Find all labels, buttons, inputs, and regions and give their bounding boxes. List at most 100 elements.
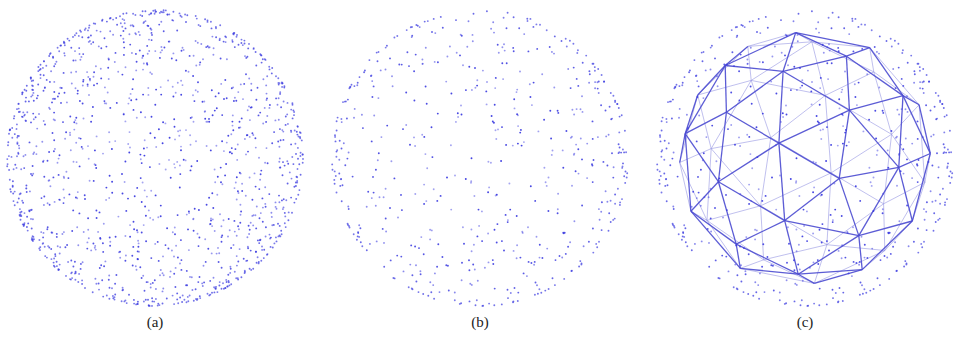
point xyxy=(160,21,162,23)
point xyxy=(162,290,164,292)
point xyxy=(112,295,114,297)
point xyxy=(368,59,370,61)
point xyxy=(623,175,625,177)
point xyxy=(70,272,72,274)
point xyxy=(494,288,496,290)
point xyxy=(610,118,612,120)
point xyxy=(202,285,204,287)
point xyxy=(183,49,185,51)
mesh-edge xyxy=(870,48,903,96)
sparse-point-cloud xyxy=(331,10,628,307)
point xyxy=(87,145,89,147)
point xyxy=(151,39,153,41)
point xyxy=(144,139,146,141)
point xyxy=(42,236,44,238)
point xyxy=(203,281,205,283)
point xyxy=(592,63,594,65)
point xyxy=(174,167,176,169)
point xyxy=(76,226,78,228)
point xyxy=(242,44,244,46)
point xyxy=(123,47,125,49)
point xyxy=(232,114,234,116)
point xyxy=(279,91,281,93)
mesh-edge xyxy=(814,245,827,284)
point xyxy=(128,33,130,35)
point xyxy=(90,121,92,123)
point xyxy=(141,57,143,59)
point xyxy=(566,46,568,48)
point xyxy=(44,255,46,257)
point xyxy=(88,158,90,160)
point xyxy=(192,218,194,220)
point xyxy=(513,98,515,100)
point xyxy=(258,261,260,263)
point xyxy=(353,85,355,87)
mesh-edge xyxy=(779,143,839,178)
point xyxy=(193,300,195,302)
point xyxy=(179,187,181,189)
point xyxy=(275,97,277,99)
point xyxy=(781,52,783,54)
point xyxy=(237,261,239,263)
point xyxy=(579,260,581,262)
point xyxy=(88,24,90,26)
point xyxy=(68,40,70,42)
point xyxy=(115,17,117,19)
mesh-edge xyxy=(761,173,832,206)
point xyxy=(516,89,518,91)
point xyxy=(521,145,523,147)
point xyxy=(26,85,28,87)
point xyxy=(597,88,599,90)
point xyxy=(121,173,123,175)
point xyxy=(31,80,33,82)
point xyxy=(63,197,65,199)
point xyxy=(149,166,151,168)
point xyxy=(618,151,620,153)
point xyxy=(461,114,463,116)
point xyxy=(289,171,291,173)
point xyxy=(487,233,489,235)
point xyxy=(517,114,519,116)
point xyxy=(137,246,139,248)
point xyxy=(173,256,175,258)
point xyxy=(159,57,161,59)
point xyxy=(199,64,201,66)
point xyxy=(197,81,199,83)
point xyxy=(539,24,541,26)
point xyxy=(449,46,451,48)
point xyxy=(582,62,584,64)
point xyxy=(64,138,66,140)
point xyxy=(275,236,277,238)
point xyxy=(481,305,483,307)
point xyxy=(147,87,149,89)
point xyxy=(360,241,362,243)
point xyxy=(397,217,399,219)
point xyxy=(59,264,61,266)
point xyxy=(169,137,171,139)
point xyxy=(154,137,156,139)
point xyxy=(383,266,385,268)
point xyxy=(626,177,628,179)
point xyxy=(497,128,499,130)
point xyxy=(122,193,124,195)
mesh-edge xyxy=(718,143,779,182)
point xyxy=(112,19,114,21)
point xyxy=(57,245,59,247)
point xyxy=(185,129,187,131)
mesh-edge xyxy=(825,95,831,172)
point xyxy=(287,183,289,185)
point xyxy=(248,225,250,227)
point xyxy=(340,178,342,180)
point xyxy=(93,76,95,78)
point xyxy=(393,37,395,39)
point xyxy=(105,199,107,201)
point xyxy=(31,239,33,241)
point xyxy=(51,101,53,103)
point xyxy=(494,104,496,106)
point xyxy=(130,99,132,101)
point xyxy=(105,46,107,48)
point xyxy=(616,103,618,105)
point xyxy=(21,92,23,94)
point xyxy=(251,199,253,201)
point xyxy=(48,180,50,182)
